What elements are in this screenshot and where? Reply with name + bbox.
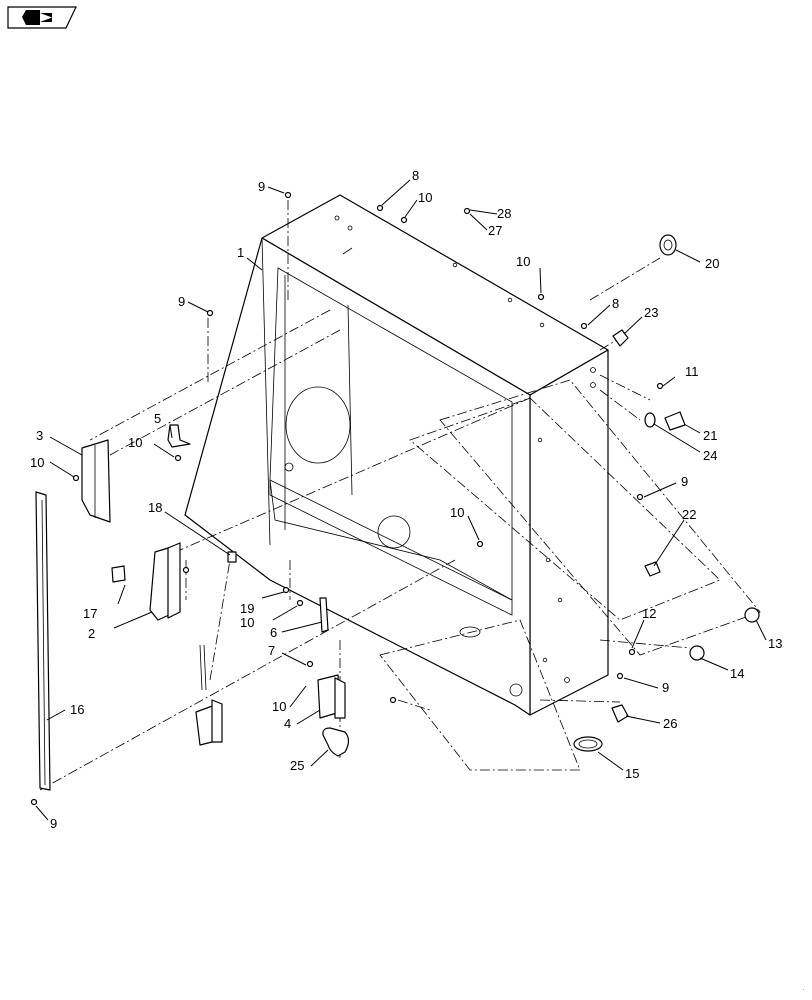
part-21-connector	[664, 411, 686, 431]
part-15-pad	[111, 565, 126, 583]
part-18-bolt	[227, 551, 237, 563]
part-4-hinge	[317, 674, 346, 719]
callout-10: 10	[450, 505, 464, 520]
small-fasteners	[30, 191, 664, 806]
callout-9: 9	[681, 474, 688, 489]
callout-10: 10	[272, 699, 286, 714]
part-14-nut	[689, 645, 705, 661]
part-26-plug	[611, 704, 629, 723]
corner-mark: ·	[802, 985, 805, 994]
callout-27: 27	[488, 223, 502, 238]
forward-arrow-icon	[22, 10, 52, 25]
callout-15: 17	[83, 606, 97, 621]
callout-1: 1	[237, 245, 244, 260]
callout-9: 9	[50, 816, 57, 831]
callout-7: 7	[268, 643, 275, 658]
part-2-bracket	[149, 542, 181, 621]
callout-3: 3	[36, 428, 43, 443]
callout-9: 9	[258, 179, 265, 194]
callout-11: 11	[685, 364, 699, 379]
callout-12: 12	[642, 606, 656, 621]
part-5-clip	[167, 424, 191, 448]
leader-lines	[35, 179, 767, 821]
main-frame-housing	[184, 194, 609, 716]
callout-6: 6	[270, 625, 277, 640]
callout-28: 28	[497, 206, 511, 221]
part-17-strip	[35, 491, 51, 791]
callout-8: 8	[412, 168, 419, 183]
callout-21: 21	[703, 428, 717, 443]
part-25-elbow	[322, 727, 350, 757]
callout-10: 10	[128, 435, 142, 450]
part-6-rod	[319, 597, 329, 633]
callout-23: 23	[644, 305, 658, 320]
callout-19: 19	[240, 601, 254, 616]
callout-10: 10	[516, 254, 530, 269]
callout-2: 2	[88, 626, 95, 641]
forward-nav-button[interactable]	[7, 6, 77, 29]
callout-17: 16	[70, 702, 84, 717]
callout-18: 18	[148, 500, 162, 515]
callout-24: 24	[703, 448, 717, 463]
part-16-ring	[573, 736, 603, 752]
callout-20: 20	[705, 256, 719, 271]
lower-hinge-left	[195, 644, 223, 746]
callout-5: 5	[154, 411, 161, 426]
part-20-fitting	[659, 234, 677, 256]
callout-13: 13	[768, 636, 782, 651]
callout-4: 4	[284, 716, 291, 731]
callout-25: 25	[290, 758, 304, 773]
callout-10: 10	[30, 455, 44, 470]
part-13-nut	[744, 607, 760, 623]
callout-9: 9	[662, 680, 669, 695]
callout-22: 22	[682, 507, 696, 522]
part-3-bracket	[81, 439, 111, 523]
part-22-fitting	[644, 561, 661, 577]
callout-8: 8	[612, 296, 619, 311]
callout-labels: 9 8 10 28 27 1 20 10 9 8 23 5 10 3 10 11…	[30, 168, 782, 831]
callout-10: 10	[418, 190, 432, 205]
callout-9: 9	[178, 294, 185, 309]
part-24-washer	[644, 412, 656, 428]
callout-26: 26	[663, 716, 677, 731]
callout-14: 14	[730, 666, 744, 681]
callout-16: 15	[625, 766, 639, 781]
callout-10: 10	[240, 615, 254, 630]
